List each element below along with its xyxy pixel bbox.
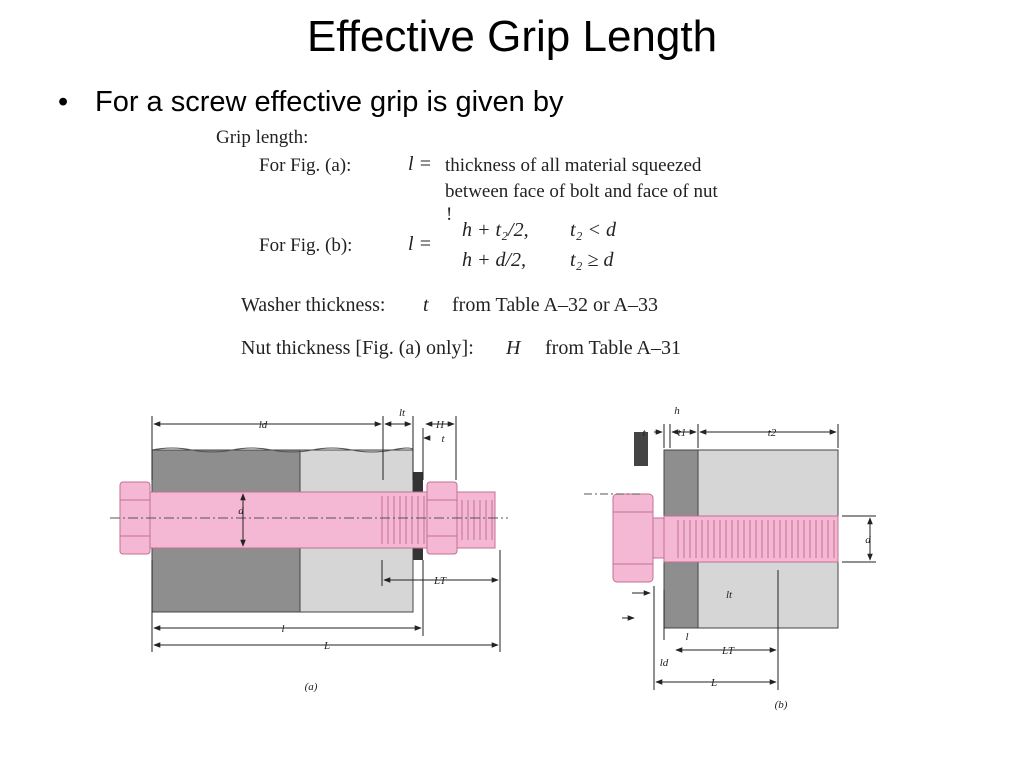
fig-b-label: For Fig. (b): xyxy=(259,235,353,256)
label-d: d xyxy=(865,534,871,546)
figure-a-bolt-diagram: ld lt H t d LT l L (a) xyxy=(110,407,508,693)
label-L: L xyxy=(323,640,330,652)
member-dark-bottom xyxy=(151,547,301,613)
fig-a-label: For Fig. (a): xyxy=(259,155,352,176)
bolt-threads xyxy=(381,496,493,544)
screw-shank xyxy=(663,515,839,563)
label-ld: ld xyxy=(259,419,268,431)
label-t: t xyxy=(441,433,445,445)
label-h: h xyxy=(674,405,680,417)
fig-a-definition-line1: thickness of all material squeezed xyxy=(445,155,702,176)
washer-thickness-label: Washer thickness: xyxy=(241,294,386,316)
label-t: t xyxy=(642,427,646,439)
label-H: H xyxy=(435,419,445,431)
label-l: l xyxy=(281,623,284,635)
case2-expression: h + d/2, xyxy=(462,249,527,271)
label-t1: t1 xyxy=(678,427,687,439)
member-light-top xyxy=(299,449,414,493)
label-lt: lt xyxy=(399,407,406,419)
label-l: l xyxy=(685,631,688,643)
nut-source: from Table A–31 xyxy=(545,337,681,359)
screw-threads xyxy=(677,520,835,558)
fig-b-lhs: l = xyxy=(408,233,433,255)
washer xyxy=(413,472,423,492)
bullet-item: • For a screw effective grip is given by xyxy=(58,86,564,119)
case1-expression: h + t₂/2, xyxy=(462,219,529,241)
label-lt: lt xyxy=(726,589,733,601)
washer-bottom xyxy=(413,548,423,560)
figure-b-caption: (b) xyxy=(775,699,788,711)
label-t2: t2 xyxy=(768,427,777,439)
label-d: d xyxy=(238,505,244,517)
case2-condition: t₂ ≥ d xyxy=(570,249,614,271)
washer xyxy=(634,432,648,466)
nut-symbol: H xyxy=(506,337,521,359)
case1-condition: t₂ < d xyxy=(570,219,617,241)
washer-symbol: t xyxy=(423,294,429,316)
screw-neck xyxy=(652,517,665,559)
brace-mark: ! xyxy=(446,204,453,225)
member-dark-top xyxy=(151,449,301,493)
label-LT: LT xyxy=(433,575,447,587)
slide-title: Effective Grip Length xyxy=(306,12,718,61)
screw-head xyxy=(612,493,654,583)
label-ld: ld xyxy=(660,657,669,669)
label-L: L xyxy=(710,677,717,689)
washer-source: from Table A–32 or A–33 xyxy=(452,294,658,316)
fig-a-definition-line2: between face of bolt and face of nut xyxy=(445,181,718,202)
bullet-text: For a screw effective grip is given by xyxy=(95,86,564,118)
label-LT: LT xyxy=(721,645,735,657)
bullet-dot: • xyxy=(58,86,69,118)
grip-length-label: Grip length: xyxy=(216,127,309,148)
figure-a-caption: (a) xyxy=(305,681,318,693)
nut-thickness-label: Nut thickness [Fig. (a) only]: xyxy=(241,337,474,359)
figure-b-screw-diagram: h t t1 t2 d lt l LT ld L (b) xyxy=(584,405,876,711)
fig-a-lhs: l = xyxy=(408,153,433,175)
